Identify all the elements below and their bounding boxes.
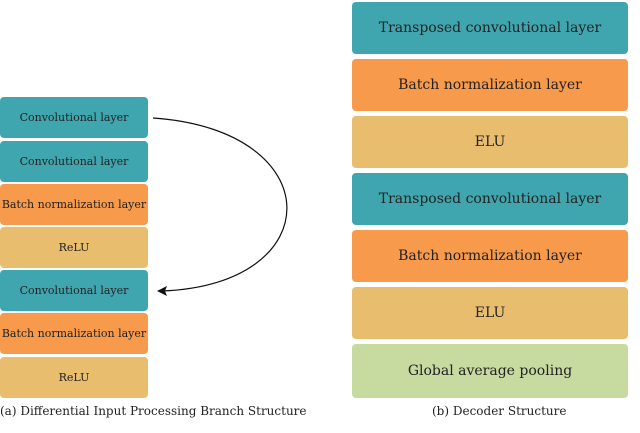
left-caption: (a) Differential Input Processing Branch… (0, 404, 307, 418)
left-layer-conv-1: Convolutional layer (0, 97, 148, 138)
right-layer-batchnorm-2: Batch normalization layer (352, 230, 628, 282)
left-layer-conv-3: Convolutional layer (0, 270, 148, 311)
left-layer-relu-1: ReLU (0, 227, 148, 268)
right-layer-global-avg-pooling: Global average pooling (352, 344, 628, 398)
right-caption: (b) Decoder Structure (432, 404, 567, 418)
right-layer-transposed-conv-2: Transposed convolutional layer (352, 173, 628, 225)
left-layer-batchnorm-1: Batch normalization layer (0, 184, 148, 225)
right-layer-transposed-conv-1: Transposed convolutional layer (352, 2, 628, 54)
left-layer-conv-2: Convolutional layer (0, 141, 148, 182)
right-layer-batchnorm-1: Batch normalization layer (352, 59, 628, 111)
right-layer-elu-2: ELU (352, 287, 628, 339)
left-layer-relu-2: ReLU (0, 357, 148, 398)
right-layer-elu-1: ELU (352, 116, 628, 168)
left-layer-batchnorm-2: Batch normalization layer (0, 313, 148, 354)
